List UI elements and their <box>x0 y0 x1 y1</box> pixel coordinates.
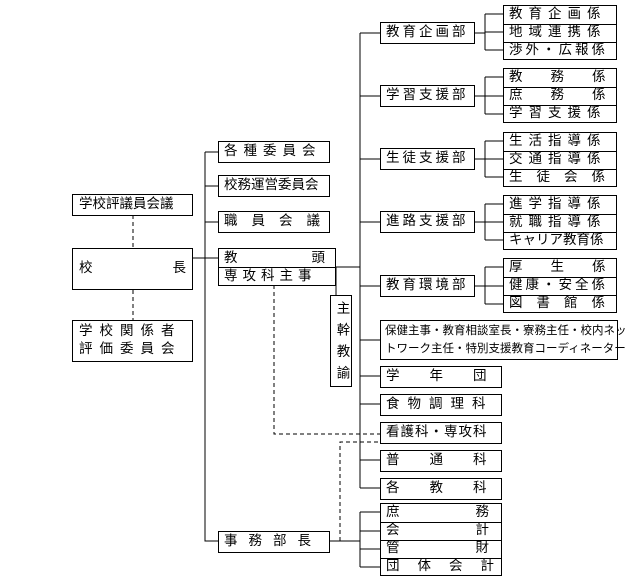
vice-principal-left: 教 <box>224 250 238 266</box>
chief-teacher-label: 主幹教諭 <box>333 301 350 387</box>
section-label: 庶務係 <box>509 87 634 103</box>
unit-label: 普通科 <box>386 452 517 468</box>
staff-roles-line1: 保健主事・教育相談室長・寮務主任・校内ネッ <box>385 323 627 337</box>
committee-label: 職員会議 <box>224 213 334 229</box>
department-label: 進路支援部 <box>386 213 469 229</box>
section-group-5: 厚生係 健康・安全係 図書館係 <box>503 258 617 313</box>
unit-box-3: 看護科・専攻科 <box>380 422 502 444</box>
staff-roles-line2: トワーク主任・特別支援教育コーディネーター <box>385 341 626 355</box>
section-label: 生活指導係 <box>509 133 607 149</box>
office-sections-box: 庶務 会計 管財 団体会計 <box>380 503 502 576</box>
vice-principal-right: 頭 <box>311 250 326 266</box>
principal-label-right: 長 <box>172 260 187 276</box>
unit-box-2: 食物調理科 <box>380 394 502 416</box>
department-box-1: 教育企画部 <box>380 22 475 44</box>
evaluation-committee-box: 学校関係者 評価委員会 <box>72 320 193 362</box>
school-council-box: 学校評議員会議 <box>72 194 193 216</box>
unit-label: 学年団 <box>386 368 517 384</box>
section-label: 厚生係 <box>509 259 634 275</box>
office-head-label: 事務部長 <box>224 533 322 549</box>
evaluation-line1: 学校関係者 <box>79 323 182 339</box>
committee-label: 校務運営委員会 <box>224 177 319 193</box>
department-label: 教育企画部 <box>386 24 469 40</box>
department-box-2: 学習支援部 <box>380 85 475 107</box>
committee-box-2: 校務運営委員会 <box>218 175 330 197</box>
program-director-label: 専攻科主事 <box>224 268 317 284</box>
section-label: 交通指導係 <box>509 151 607 167</box>
department-box-4: 進路支援部 <box>380 211 475 233</box>
school-council-label: 学校評議員会議 <box>79 196 174 212</box>
office-section-label: 管財 <box>386 540 565 556</box>
unit-box-5: 各教科 <box>380 478 502 500</box>
department-label: 教育環境部 <box>386 277 469 293</box>
office-head-box: 事務部長 <box>218 531 330 553</box>
section-group-4: 進学指導係 就職指導係 キャリア教育係 <box>503 195 617 250</box>
section-label: 図書館係 <box>509 295 619 311</box>
section-group-1: 教育企画係 地域連携係 渉外・広報係 <box>503 5 617 60</box>
committee-box-1: 各種委員会 <box>218 141 330 163</box>
section-label: 渉外・広報係 <box>509 42 608 58</box>
section-label: キャリア教育係 <box>509 232 604 248</box>
chief-teacher-box: 主幹教諭 <box>330 295 352 387</box>
section-group-2: 教務係 庶務係 学習支援係 <box>503 68 617 123</box>
principal-box: 校 長 <box>72 248 193 290</box>
department-label: 生徒支援部 <box>386 150 469 166</box>
section-label: 教育企画係 <box>509 6 607 22</box>
committee-label: 各種委員会 <box>224 143 322 159</box>
unit-box-1: 学年団 <box>380 366 502 388</box>
department-box-3: 生徒支援部 <box>380 148 475 170</box>
unit-label: 各教科 <box>386 480 517 496</box>
unit-label: 食物調理科 <box>386 396 494 412</box>
unit-label: 看護科・専攻科 <box>386 424 488 440</box>
office-section-label: 庶務 <box>386 504 565 520</box>
section-label: 地域連携係 <box>509 24 607 40</box>
staff-roles-box: 保健主事・教育相談室長・寮務主任・校内ネッ トワーク主任・特別支援教育コーディネ… <box>380 320 627 360</box>
section-label: 就職指導係 <box>509 214 607 230</box>
section-label: 学習支援係 <box>509 105 607 121</box>
principal-label-left: 校 <box>79 260 93 276</box>
section-label: 生徒会係 <box>509 169 619 185</box>
section-label: 進学指導係 <box>509 196 607 212</box>
section-group-3: 生活指導係 交通指導係 生徒会係 <box>503 132 617 187</box>
vice-principal-box: 教 頭 専攻科主事 <box>218 248 336 286</box>
committee-box-3: 職員会議 <box>218 211 330 233</box>
department-box-5: 教育環境部 <box>380 275 475 297</box>
department-label: 学習支援部 <box>386 87 469 103</box>
section-label: 教務係 <box>509 69 634 85</box>
office-section-label: 会計 <box>386 522 565 538</box>
evaluation-line2: 評価委員会 <box>79 341 182 357</box>
unit-box-4: 普通科 <box>380 450 502 472</box>
section-label: 健康・安全係 <box>509 277 608 293</box>
office-section-label: 団体会計 <box>386 558 512 574</box>
